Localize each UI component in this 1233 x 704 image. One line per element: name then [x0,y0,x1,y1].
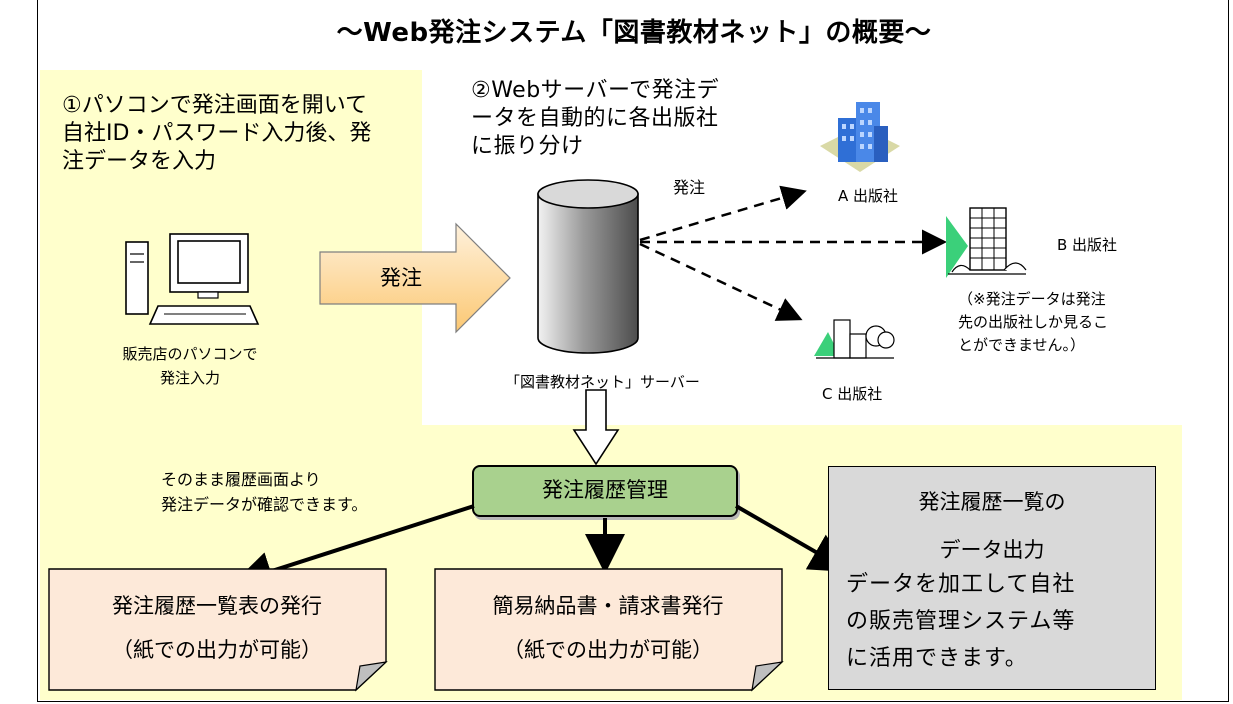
down-arrow-icon [572,389,620,466]
history-note-line: 発注データが確認できます。 [161,495,368,514]
diagram-frame [37,0,1229,702]
publisher-note-line: とができません。） [958,336,1086,354]
building-b-icon [946,207,1027,278]
step1-line: 注データを入力 [62,149,217,174]
building-c-icon [814,319,895,359]
history-note: そのまま履歴画面より 発注データが確認できます。 [161,467,367,517]
distribution-arrows [639,185,947,321]
pc-caption: 販売店のパソコンで 発注入力 [95,342,285,390]
step1-line: 自社ID・パスワード入力後、発 [62,121,372,146]
step2-line: ②Webサーバーで発注デ [471,78,720,103]
output1-doc-shape [48,568,388,692]
output3-title-line: データ出力 [939,538,1045,562]
output2-title: 簡易納品書・請求書発行 [492,594,724,618]
publisher-c-label: C 出版社 [822,385,883,403]
building-a-icon [820,102,900,172]
pc-caption-line: 販売店のパソコンで [122,345,258,363]
output3-body-line: データを加工して自社 [846,572,1076,597]
order-arrow-label: 発注 [380,266,422,290]
publisher-note-line: （※発注データは発注 [958,290,1106,308]
server-caption: 「図書教材ネット」サーバー [505,373,700,391]
pc-caption-line: 発注入力 [159,369,220,387]
step2-text: ②Webサーバーで発注デ ータを自動的に各出版社 に振り分け [471,77,719,161]
history-note-line: そのまま履歴画面より [161,470,321,489]
history-management-box: 発注履歴管理 [472,465,738,517]
step2-line: に振り分け [471,134,584,159]
publisher-note: （※発注データは発注 先の出版社しか見るこ とができません。） [958,288,1108,357]
output2-sub: （紙での出力が可能） [503,638,713,662]
output2-doc-shape [434,568,784,692]
step1-text: ①パソコンで発注画面を開いて 自社ID・パスワード入力後、発 注データを入力 [62,92,371,176]
step2-line: ータを自動的に各出版社 [471,106,719,131]
output1-title: 発注履歴一覧表の発行 [112,594,322,618]
output3-title: 発注履歴一覧の データ出力 [828,478,1156,574]
output3-title-line: 発注履歴一覧の [918,490,1066,514]
server-icon [537,179,639,354]
publisher-b-label: B 出版社 [1057,236,1118,254]
output-arrows [232,504,851,590]
output3-body-line: の販売管理システム等 [846,609,1076,634]
publisher-a-label: A 出版社 [838,187,899,205]
step1-line: ①パソコンで発注画面を開いて [62,93,368,118]
output3-body: データを加工して自社 の販売管理システム等 に活用できます。 [846,566,1075,677]
computer-icon [125,233,260,325]
output1-sub: （紙での出力が可能） [112,638,322,662]
output3-body-line: に活用できます。 [846,646,1028,671]
publisher-note-line: 先の出版社しか見るこ [958,313,1109,331]
output3-box [828,466,1156,690]
order-arrow [319,222,511,334]
order-label: 発注 [673,178,706,197]
page-title: ～Web発注システム「図書教材ネット」の概要～ [336,18,932,48]
